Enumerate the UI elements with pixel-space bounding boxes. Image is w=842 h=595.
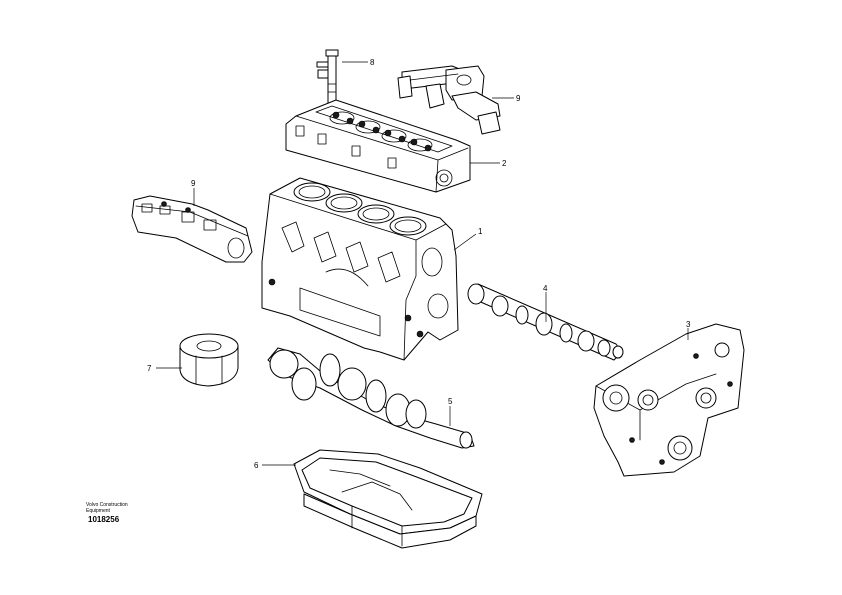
callout-4: 4 xyxy=(543,284,548,293)
callout-2: 2 xyxy=(502,159,507,168)
crankshaft-part xyxy=(267,347,475,449)
camshaft-part xyxy=(467,283,624,361)
cylinder-head-part xyxy=(285,99,471,193)
callout-7: 7 xyxy=(147,364,152,373)
publisher-line-1: Volvo Construction xyxy=(86,502,128,508)
callout-6: 6 xyxy=(254,461,259,470)
oil-sump-part xyxy=(293,449,483,549)
manifold-right-part xyxy=(397,65,501,135)
image-number: 1018256 xyxy=(88,515,120,524)
cylinder-block-part xyxy=(261,177,459,361)
leader-line-1 xyxy=(453,233,477,251)
callout-9-right: 9 xyxy=(516,94,521,103)
callout-1: 1 xyxy=(478,227,483,236)
callout-8: 8 xyxy=(370,58,375,67)
oil-filter-part xyxy=(179,333,239,387)
leader-lines xyxy=(156,61,689,466)
manifold-left-part xyxy=(131,195,253,263)
callout-3: 3 xyxy=(686,320,691,329)
timing-gear-case-part xyxy=(593,323,745,477)
callout-labels: 8 9 2 9 1 4 3 7 5 6 xyxy=(147,58,691,470)
publisher-logo-text: Volvo Construction Equipment xyxy=(86,502,128,514)
publisher-line-2: Equipment xyxy=(86,508,110,514)
callout-9-left: 9 xyxy=(191,179,196,188)
callout-5: 5 xyxy=(448,397,453,406)
